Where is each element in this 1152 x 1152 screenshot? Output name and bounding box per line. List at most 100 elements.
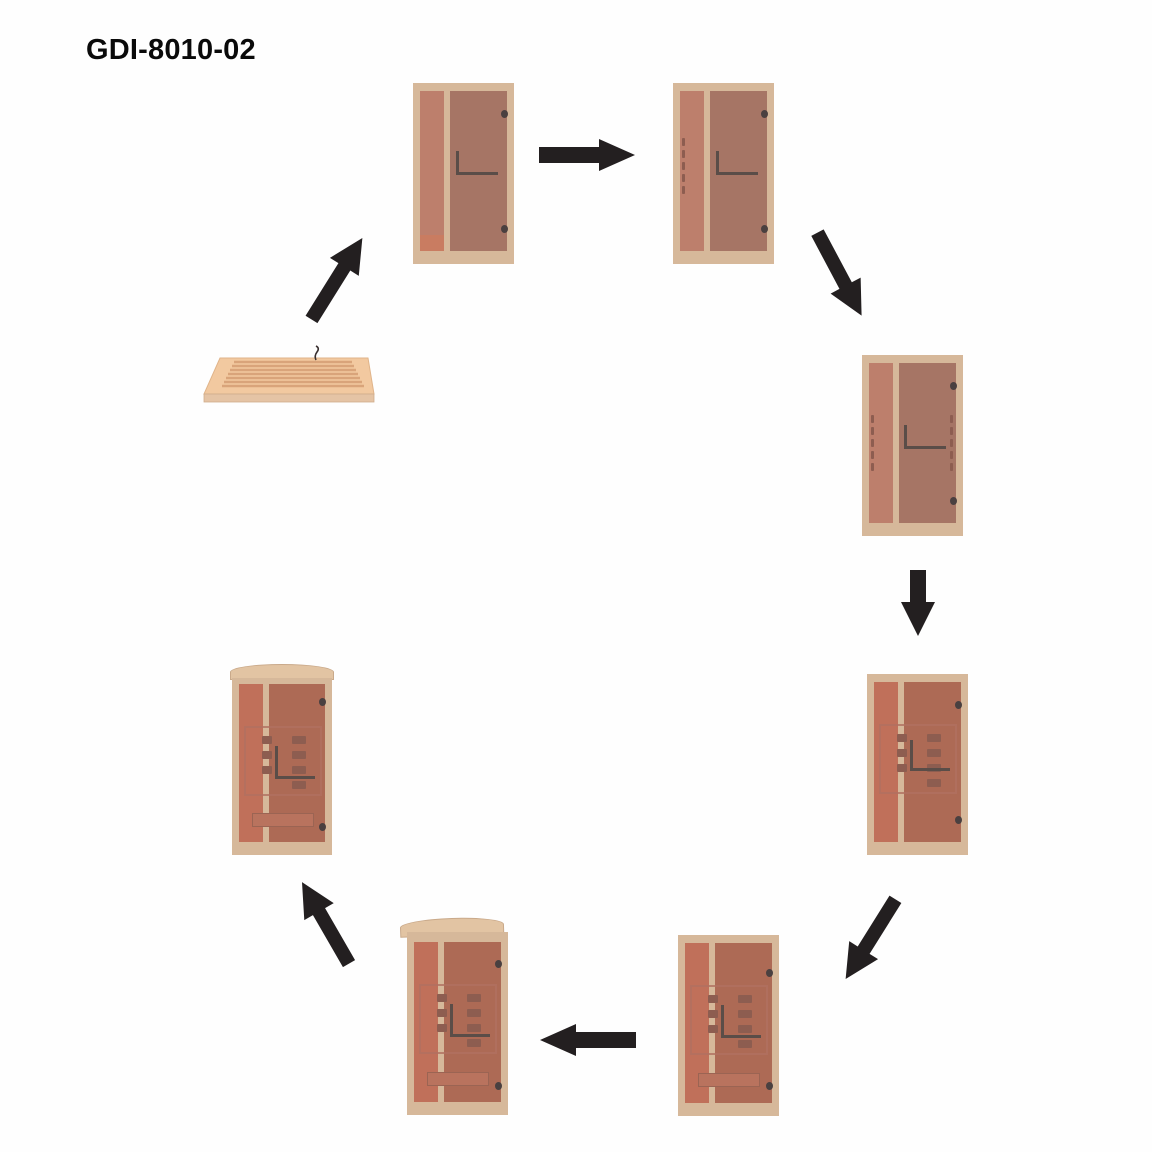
door-handle	[721, 1005, 724, 1037]
heater-panel	[871, 427, 874, 435]
heater-panel	[897, 749, 907, 757]
glass-reflection	[420, 235, 444, 251]
power-cable-icon	[314, 345, 320, 361]
heater-panel	[927, 779, 941, 787]
heater-panel	[927, 734, 941, 742]
hinge-icon	[495, 1082, 502, 1090]
step-8-completed	[230, 664, 334, 856]
hinge-icon	[319, 823, 326, 831]
arrow-up-left-icon	[302, 882, 356, 968]
door-handle	[275, 746, 278, 778]
heater-panel	[871, 415, 874, 423]
step-1-floor-base	[200, 340, 380, 410]
heater-panel	[950, 415, 953, 423]
heater-panel	[262, 736, 272, 744]
heater-panel	[950, 439, 953, 447]
hinge-icon	[495, 960, 502, 968]
arrow-down-icon	[901, 570, 935, 636]
door-glass-panel	[450, 91, 507, 251]
door-glass-panel	[710, 91, 767, 251]
heater-panel	[871, 463, 874, 471]
heater-panel	[682, 174, 685, 182]
hinge-icon	[501, 225, 508, 233]
heater-panel	[437, 994, 447, 1002]
heater-panel	[292, 781, 306, 789]
door-glass-panel	[904, 682, 961, 842]
heater-panel	[927, 749, 941, 757]
step-3-left-wall	[673, 83, 774, 264]
cabin-body	[232, 678, 332, 855]
door-handle-bar	[450, 1034, 490, 1037]
door-glass-panel	[899, 363, 956, 523]
heater-panel	[467, 1009, 481, 1017]
door-handle-bar	[721, 1035, 761, 1038]
heater-panel	[292, 751, 306, 759]
heater-panel	[738, 1010, 752, 1018]
backrest-frame	[419, 984, 497, 1054]
heater-panel	[682, 138, 685, 146]
door-handle	[456, 151, 459, 175]
heater-panel	[467, 1024, 481, 1032]
step-4-right-wall	[862, 355, 963, 536]
door-handle	[716, 151, 719, 175]
arrow-right-icon	[539, 139, 635, 171]
backrest-frame	[690, 985, 768, 1055]
step-7-roof-placing	[399, 916, 512, 1118]
heater-panel	[437, 1009, 447, 1017]
hinge-icon	[955, 701, 962, 709]
side-glass-panel	[420, 91, 444, 251]
door-handle-bar	[275, 776, 315, 779]
floor-base-illustration	[203, 345, 375, 403]
step-5-back-wall	[867, 674, 968, 855]
heater-panel	[738, 995, 752, 1003]
bench	[252, 813, 314, 827]
heater-panel	[437, 1024, 447, 1032]
bench	[698, 1073, 760, 1087]
door-handle	[450, 1004, 453, 1036]
heater-panel	[950, 463, 953, 471]
heater-panel	[950, 451, 953, 459]
arrow-down-left-icon	[845, 895, 902, 980]
hinge-icon	[766, 1082, 773, 1090]
heater-panel	[467, 1039, 481, 1047]
bench	[427, 1072, 489, 1086]
heater-panel	[897, 764, 907, 772]
door-handle-bar	[910, 768, 950, 771]
door-handle-bar	[456, 172, 498, 175]
heater-panel	[738, 1025, 752, 1033]
cabin-body	[407, 932, 508, 1115]
hinge-icon	[955, 816, 962, 824]
heater-panel	[708, 1025, 718, 1033]
heater-panel	[262, 766, 272, 774]
heater-panel	[682, 162, 685, 170]
heater-panel	[871, 451, 874, 459]
hinge-icon	[950, 497, 957, 505]
step-2-front-panel	[413, 83, 514, 264]
heater-panel	[897, 734, 907, 742]
hinge-icon	[950, 382, 957, 390]
hinge-icon	[319, 698, 326, 706]
heater-panel	[950, 427, 953, 435]
backrest-frame	[879, 724, 957, 794]
heater-panel	[682, 186, 685, 194]
hinge-icon	[766, 969, 773, 977]
side-glass-panel	[680, 91, 704, 251]
door-handle-bar	[904, 446, 946, 449]
heater-panel	[467, 994, 481, 1002]
arrow-up-right-icon	[305, 237, 363, 324]
heater-panel	[292, 766, 306, 774]
hinge-icon	[761, 225, 768, 233]
heater-panel	[682, 150, 685, 158]
door-handle	[910, 740, 913, 770]
step-6-bench	[678, 935, 779, 1116]
heater-panel	[738, 1040, 752, 1048]
model-number-title: GDI-8010-02	[86, 34, 256, 66]
heater-panel	[708, 1010, 718, 1018]
hinge-icon	[501, 110, 508, 118]
arrow-down-right-icon	[811, 229, 862, 316]
backrest-frame	[244, 726, 322, 796]
heater-panel	[292, 736, 306, 744]
door-handle	[904, 425, 907, 449]
side-glass-panel	[874, 682, 898, 842]
heater-panel	[262, 751, 272, 759]
